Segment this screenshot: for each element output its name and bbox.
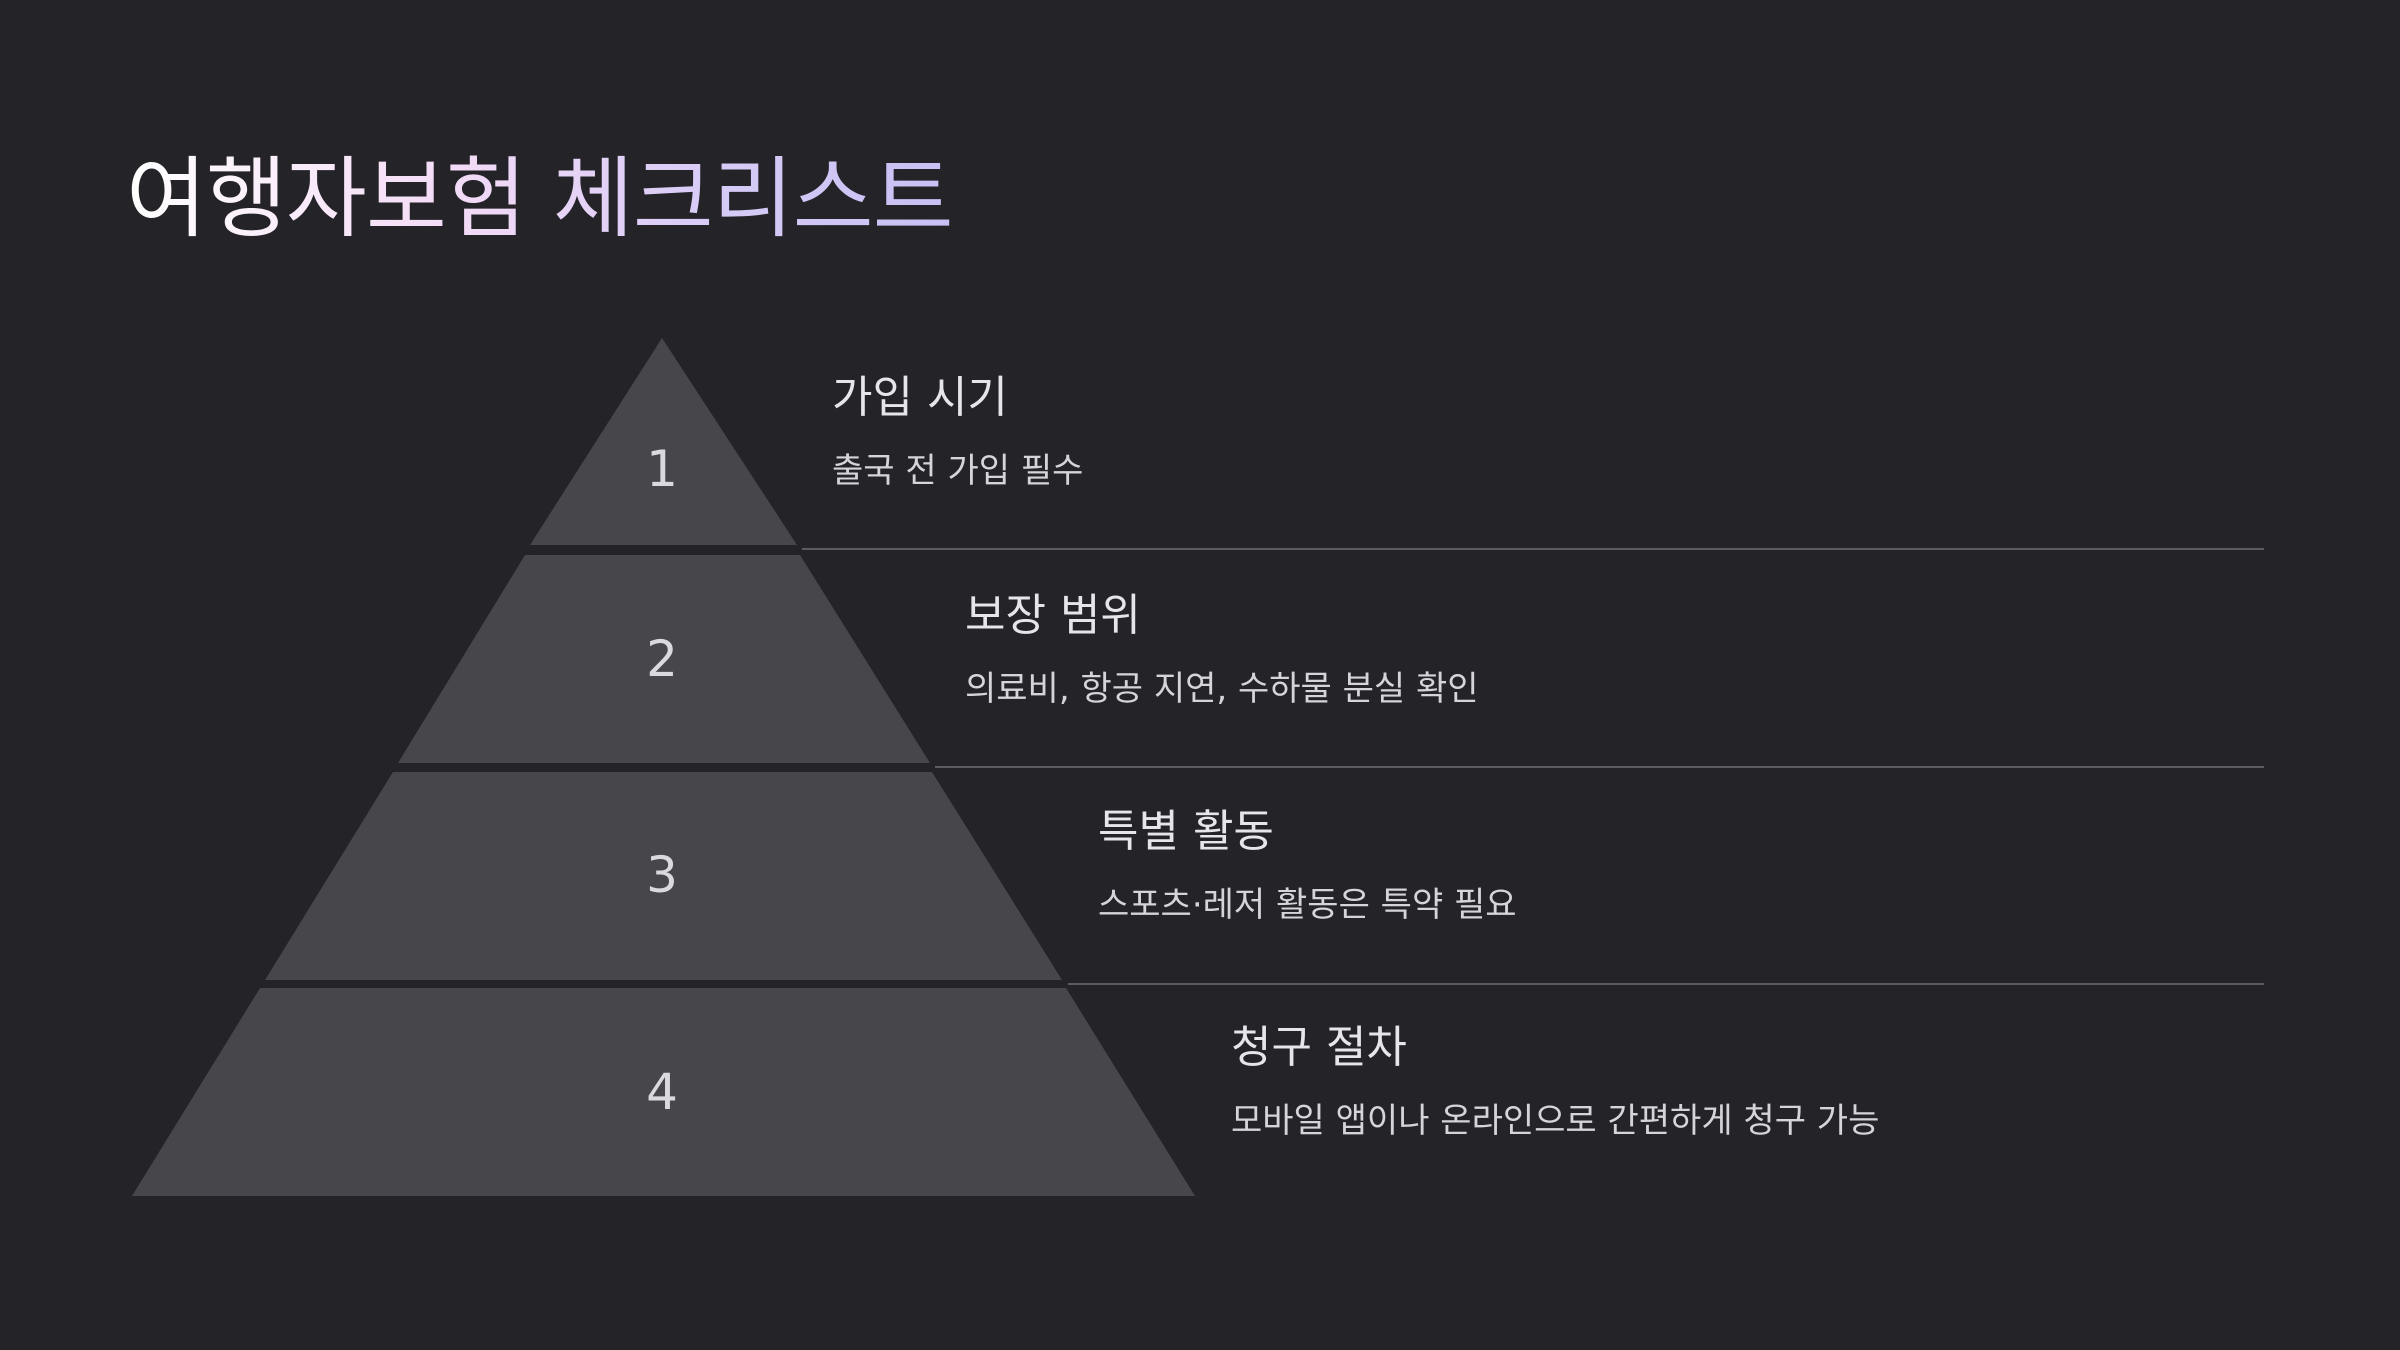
tier-4-number: 4 <box>646 1063 678 1121</box>
pyramid-tier-2 <box>398 555 930 763</box>
tier-2-heading: 보장 범위 <box>965 590 1141 641</box>
tier-4-heading: 청구 절차 <box>1231 1022 1407 1073</box>
tier-1-number: 1 <box>646 440 678 498</box>
pyramid-tier-3 <box>265 772 1062 980</box>
tier-1-description: 출국 전 가입 필수 <box>832 450 1084 491</box>
tier-1-text: 가입 시기 출국 전 가입 필수 <box>832 372 1083 492</box>
pyramid-tier-1 <box>530 338 797 545</box>
tier-3-number: 3 <box>646 846 678 904</box>
tier-4-text: 청구 절차 모바일 앱이나 온라인으로 간편하게 청구 가능 <box>1231 1022 1879 1142</box>
tier-2-number: 2 <box>646 630 678 688</box>
tier-3-text: 특별 활동 스포츠·레저 활동은 특약 필요 <box>1098 806 1517 926</box>
tier-3-heading: 특별 활동 <box>1098 806 1274 857</box>
tier-2-description: 의료비, 항공 지연, 수하물 분실 확인 <box>965 668 1479 709</box>
tier-1-heading: 가입 시기 <box>832 372 1008 423</box>
pyramid-tier-4 <box>132 988 1195 1196</box>
tier-4-description: 모바일 앱이나 온라인으로 간편하게 청구 가능 <box>1231 1100 1880 1141</box>
tier-2-text: 보장 범위 의료비, 항공 지연, 수하물 분실 확인 <box>965 590 1479 710</box>
page-title: 여행자보험 체크리스트 <box>126 147 954 250</box>
tier-3-description: 스포츠·레저 활동은 특약 필요 <box>1098 884 1517 925</box>
